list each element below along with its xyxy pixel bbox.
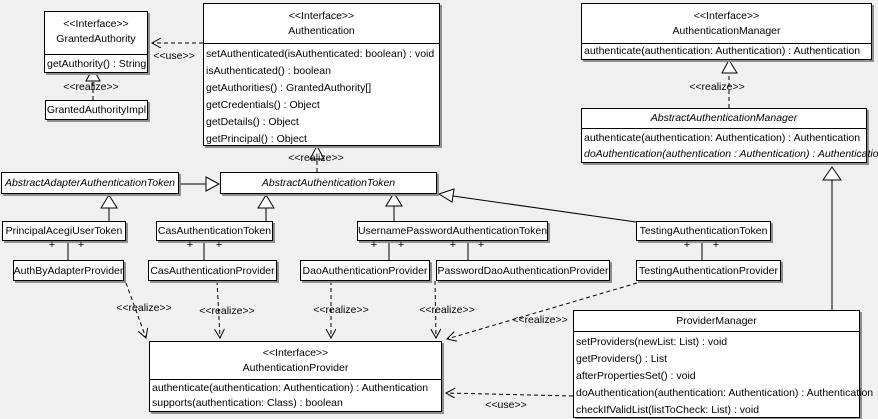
class-abstract-adapter-authentication-token[interactable]: AbstractAdapterAuthenticationToken <box>1 172 179 194</box>
class-name: UsernamePasswordAuthenticationToken <box>357 225 548 237</box>
class-header: ProviderManager <box>574 311 859 332</box>
class-testing-authentication-token[interactable]: TestingAuthenticationToken <box>636 221 771 241</box>
class-authentication[interactable]: <<Interface>> Authentication setAuthenti… <box>203 3 440 146</box>
method-row: setProviders(newList: List) : void <box>576 336 728 348</box>
class-name: GrantedAuthority <box>56 33 136 45</box>
method-row: doAuthentication(authentication: Authent… <box>576 387 874 399</box>
edge-generalization-testing-token-to-abstract-token[interactable] <box>452 195 637 223</box>
stereotype-label: <<Interface>> <box>63 18 129 30</box>
generalization-arrowhead <box>437 188 455 203</box>
class-name: DaoAuthenticationProvider <box>302 264 428 277</box>
realize-label-dao: <<realize>> <box>313 304 369 316</box>
association-end-plus: + <box>477 239 485 251</box>
realize-label-cas: <<realize>> <box>199 305 255 317</box>
realize-arrowhead <box>721 58 738 74</box>
method-row: doAuthentication(authentication : Authen… <box>584 148 878 160</box>
class-provider-manager[interactable]: ProviderManager setProviders(newList: Li… <box>573 310 874 418</box>
method-row: getAuthority() : String <box>47 58 147 70</box>
association-end-plus: + <box>77 239 85 251</box>
class-authentication-manager[interactable]: <<Interface>> AuthenticationManager auth… <box>581 3 872 60</box>
class-testing-authentication-provider[interactable]: TestingAuthenticationProvider <box>636 260 781 281</box>
method-row: afterPropertiesSet() : void <box>576 370 696 382</box>
generalization-arrowhead <box>205 176 221 192</box>
realize-label-abstract-manager: <<realize>> <box>689 81 745 93</box>
class-name: AuthByAdapterProvider <box>13 264 124 277</box>
method-row: authenticate(authentication: Authenticat… <box>584 45 861 57</box>
class-name: AbstractAdapterAuthenticationToken <box>4 177 176 189</box>
edge-use-providermanager-authenticationprovider[interactable] <box>446 393 574 396</box>
class-name: AbstractAuthenticationToken <box>261 177 396 189</box>
class-header: <<Interface>> Authentication <box>204 4 439 44</box>
class-name: AuthenticationManager <box>672 25 781 37</box>
realize-arrowhead <box>85 66 101 82</box>
edge-realize-authbyadapter-provider[interactable] <box>125 282 146 338</box>
class-abstract-authentication-token[interactable]: AbstractAuthenticationToken <box>220 172 437 194</box>
class-name: CasAuthenticationProvider <box>150 264 275 277</box>
stereotype-label: <<Interface>> <box>262 347 329 359</box>
method-row: getProviders() : List <box>576 353 668 365</box>
class-dao-authentication-provider[interactable]: DaoAuthenticationProvider <box>300 260 430 281</box>
class-name: AuthenticationProvider <box>242 362 349 374</box>
method-row: checkIfValidList(listToCheck: List) : vo… <box>576 404 760 416</box>
generalization-arrowhead <box>822 166 842 181</box>
class-authentication-provider[interactable]: <<Interface>> AuthenticationProvider aut… <box>149 341 442 412</box>
generalization-arrowhead <box>100 194 118 209</box>
method-row: setAuthenticated(isAuthenticated: boolea… <box>206 48 435 60</box>
class-username-password-authentication-token[interactable]: UsernamePasswordAuthenticationToken <box>357 221 548 241</box>
method-row: authenticate(authentication: Authenticat… <box>584 132 861 144</box>
class-granted-authority[interactable]: <<Interface>> GrantedAuthority getAuthor… <box>44 11 148 73</box>
association-end-plus: + <box>712 239 720 251</box>
edge-realize-testing-provider[interactable] <box>447 282 638 339</box>
class-abstract-authentication-manager[interactable]: AbstractAuthenticationManager authentica… <box>581 108 878 163</box>
class-header: <<Interface>> GrantedAuthority <box>45 12 147 55</box>
realize-label-testing: <<realize>> <box>512 314 568 326</box>
method-row: authenticate(authentication: Authenticat… <box>152 382 429 394</box>
association-end-plus: + <box>48 239 56 251</box>
stereotype-label: <<Interface>> <box>693 10 760 22</box>
class-name: GrantedAuthorityImpl <box>46 104 147 116</box>
use-label-providermanager: <<use>> <box>485 399 527 411</box>
use-label-authentication-grantedauthority: <<use>> <box>153 50 195 62</box>
association-end-plus: + <box>186 239 194 251</box>
association-end-plus: + <box>449 239 457 251</box>
class-name: TestingAuthenticationProvider <box>639 264 778 277</box>
edge-realize-cas-provider[interactable] <box>217 280 220 338</box>
realize-label-authbyadapter: <<realize>> <box>116 302 172 314</box>
class-name: PasswordDaoAuthenticationProvider <box>437 264 609 277</box>
realize-label-passworddao: <<realize>> <box>419 304 475 316</box>
class-granted-authority-impl[interactable]: GrantedAuthorityImpl <box>45 100 148 120</box>
association-end-plus: + <box>215 239 223 251</box>
class-name: AbstractAuthenticationManager <box>650 112 798 124</box>
method-row: supports(authentication: Class) : boolea… <box>152 397 343 409</box>
realize-label-grantedauthorityimpl: <<realize>> <box>63 81 119 93</box>
association-end-plus: + <box>397 239 405 251</box>
class-header: AbstractAuthenticationManager <box>582 109 866 129</box>
association-end-plus: + <box>683 239 691 251</box>
method-row: isAuthenticated() : boolean <box>206 65 331 77</box>
class-header: <<Interface>> AuthenticationProvider <box>150 342 441 380</box>
class-auth-by-adapter-provider[interactable]: AuthByAdapterProvider <box>13 260 124 281</box>
class-cas-authentication-token[interactable]: CasAuthenticationToken <box>156 221 273 241</box>
method-row: getPrincipal() : Object <box>206 133 307 145</box>
realize-label-abstract-token: <<realize>> <box>288 152 344 164</box>
method-row: getCredentials() : Object <box>206 99 320 111</box>
class-name: Authentication <box>288 25 355 37</box>
stereotype-label: <<Interface>> <box>288 10 355 22</box>
class-cas-authentication-provider[interactable]: CasAuthenticationProvider <box>148 260 277 281</box>
association-end-plus: + <box>370 239 378 251</box>
generalization-arrowhead <box>257 194 275 209</box>
class-name: PrincipalAcegiUserToken <box>5 225 123 237</box>
class-name: ProviderManager <box>676 315 757 327</box>
class-name: CasAuthenticationToken <box>157 225 272 237</box>
method-row: getDetails() : Object <box>206 116 299 128</box>
class-principal-acegi-user-token[interactable]: PrincipalAcegiUserToken <box>2 221 126 241</box>
class-name: TestingAuthenticationToken <box>639 225 768 237</box>
edge-realize-passworddao-provider[interactable] <box>435 280 436 338</box>
class-header: <<Interface>> AuthenticationManager <box>582 4 871 44</box>
class-password-dao-authentication-provider[interactable]: PasswordDaoAuthenticationProvider <box>436 260 610 281</box>
generalization-arrowhead <box>385 192 403 207</box>
realize-arrowhead <box>309 144 325 160</box>
method-row: getAuthorities() : GrantedAuthority[] <box>206 82 372 94</box>
